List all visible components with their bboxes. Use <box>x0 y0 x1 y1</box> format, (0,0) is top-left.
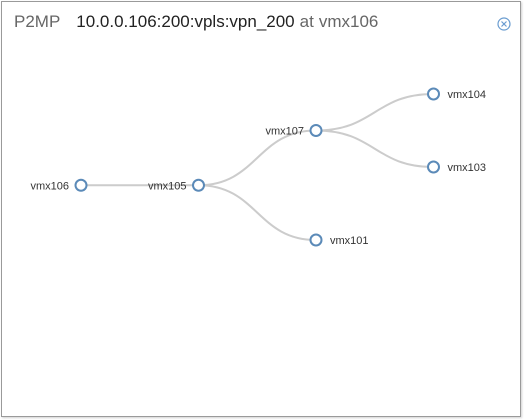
tree-nodes: vmx106 vmx105 vmx107 vmx101 vmx104 vmx103 <box>30 87 487 248</box>
node-circle-vmx104[interactable] <box>427 87 440 101</box>
node-circle-vmx107[interactable] <box>309 124 323 137</box>
node-circle-vmx103[interactable] <box>427 160 440 174</box>
node-vmx107[interactable]: vmx107 <box>265 124 323 138</box>
node-label-vmx101: vmx101 <box>330 235 369 247</box>
node-circle-vmx105[interactable] <box>192 178 205 192</box>
link-vmx105-vmx107 <box>198 129 317 187</box>
node-vmx103[interactable]: vmx103 <box>427 160 487 175</box>
node-label-vmx107: vmx107 <box>265 126 304 138</box>
link-vmx107-vmx103 <box>315 129 434 168</box>
close-button[interactable] <box>497 17 511 31</box>
node-vmx105[interactable]: vmx105 <box>148 178 205 193</box>
node-label-vmx106: vmx106 <box>30 180 69 192</box>
lsp-identifier: 10.0.0.106:200:vpls:vpn_200 <box>76 12 295 31</box>
lsp-type-label: P2MP <box>14 12 61 31</box>
node-circle-vmx101[interactable] <box>309 233 323 247</box>
node-label-vmx105: vmx105 <box>148 180 187 192</box>
node-label-vmx104: vmx104 <box>448 89 487 101</box>
node-vmx104[interactable]: vmx104 <box>427 87 487 102</box>
root-node-name: vmx106 <box>318 12 379 31</box>
node-vmx106[interactable]: vmx106 <box>30 178 88 193</box>
link-vmx105-vmx101 <box>198 184 317 241</box>
at-label: at <box>299 12 314 31</box>
node-label-vmx103: vmx103 <box>448 162 487 174</box>
close-circle-icon <box>497 17 511 31</box>
node-vmx101[interactable]: vmx101 <box>309 233 369 248</box>
tree-links <box>81 93 434 241</box>
node-circle-vmx106[interactable] <box>74 178 88 192</box>
link-vmx107-vmx104 <box>315 93 434 132</box>
panel-header: P2MP 10.0.0.106:200:vpls:vpn_200 at vmx1… <box>14 12 378 40</box>
